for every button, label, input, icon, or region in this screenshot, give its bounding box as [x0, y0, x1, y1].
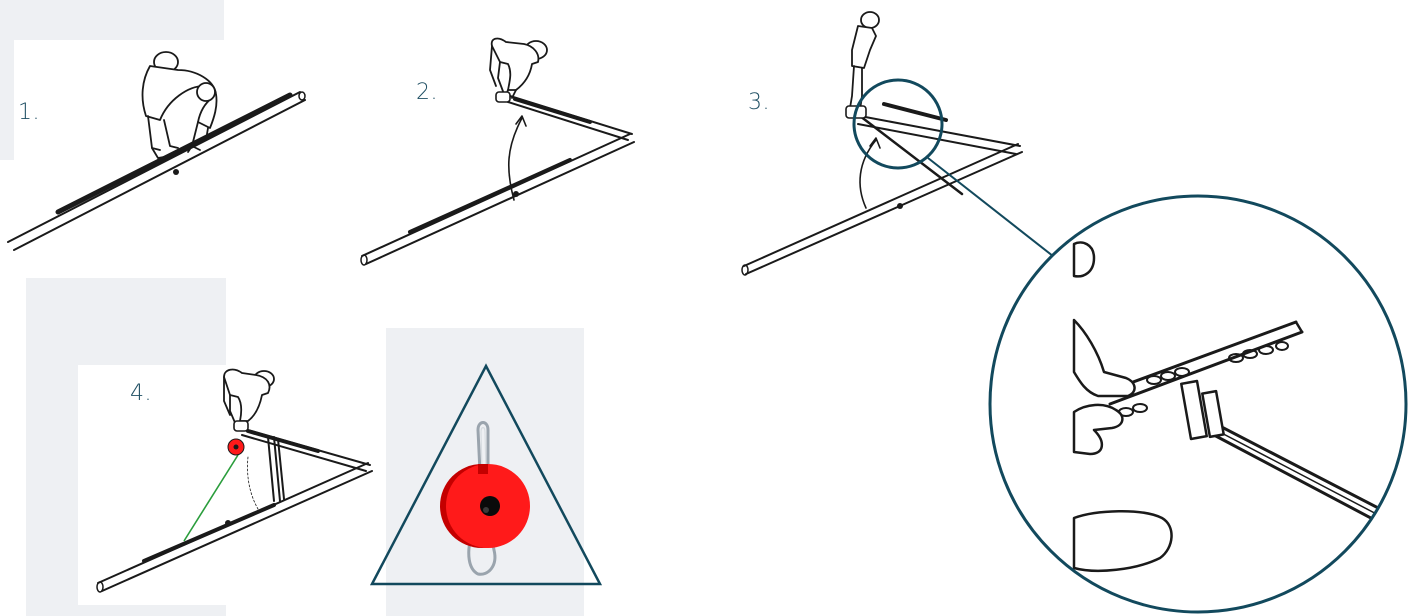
zoom-callout [986, 192, 1410, 616]
worker-figure [224, 370, 274, 431]
worker-figure [490, 39, 547, 102]
step-1-panel: 1. [0, 0, 330, 270]
red-reel-device [440, 423, 530, 575]
worker-figure [143, 52, 217, 158]
step-1-illustration [0, 0, 330, 270]
step-2-panel: 2. [340, 0, 660, 270]
warning-triangle-panel [366, 360, 606, 592]
curved-arrow-icon [509, 116, 526, 200]
step-4-panel: 4. [78, 365, 388, 605]
ground-rod [742, 104, 1022, 275]
tether-line [184, 455, 238, 541]
step-4-illustration [78, 365, 388, 605]
step-2-illustration [340, 0, 660, 270]
warning-triangle [366, 360, 606, 592]
red-reel-device [228, 439, 244, 455]
worker-figure [846, 12, 879, 118]
zoom-callout-illustration [986, 192, 1410, 616]
ground-rod [361, 96, 634, 265]
